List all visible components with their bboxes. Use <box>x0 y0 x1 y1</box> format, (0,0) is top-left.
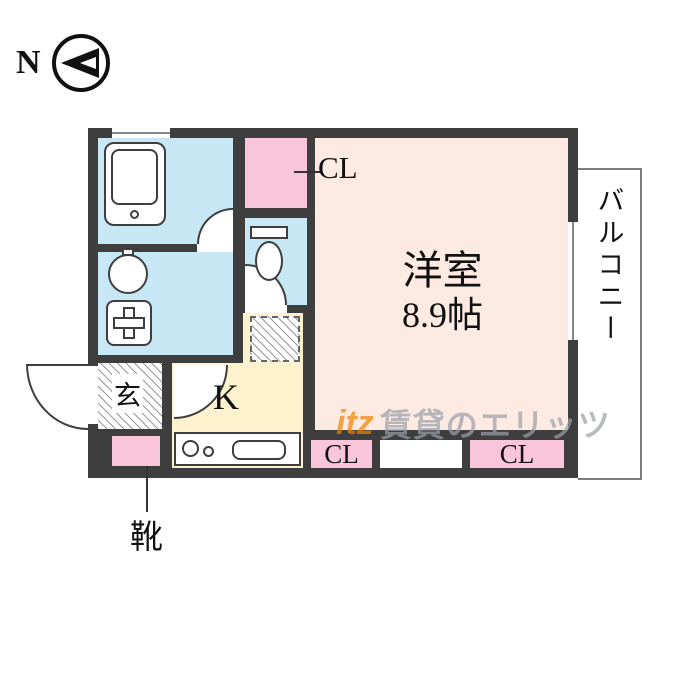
compass-icon <box>52 34 110 92</box>
watermark-logo: itz <box>336 403 374 442</box>
stove-burner-icon <box>182 440 199 457</box>
bottom-gap <box>380 440 462 468</box>
watermark: itz 賃貸のエリッツ <box>336 400 611 446</box>
washbasin-tap <box>122 248 134 256</box>
closet-top-label: CL <box>318 150 358 185</box>
laundry-pan-icon <box>106 300 152 346</box>
bathtub-icon <box>104 142 166 226</box>
refrigerator-space <box>250 316 300 362</box>
compass-arrow-notch <box>80 57 96 69</box>
kitchen-label: K <box>213 377 239 417</box>
balcony-window <box>568 222 578 340</box>
balcony-label: バルコニー <box>593 186 624 346</box>
toilet-bowl-icon <box>255 241 283 281</box>
shoe-cabinet <box>112 436 160 466</box>
kitchen-sink-icon <box>232 440 286 460</box>
closet-bottom-left-label: CL <box>324 438 359 469</box>
closet-bottom-right: CL <box>470 438 564 469</box>
shoe-leader-line <box>146 466 148 512</box>
entrance-door-arc <box>26 364 88 430</box>
watermark-text: 賃貸のエリッツ <box>379 407 611 443</box>
closet-top <box>245 138 307 208</box>
kitchen-counter <box>174 432 301 466</box>
laundry-pan-cross-h <box>113 317 145 329</box>
toilet-door-opening <box>245 305 287 313</box>
shoe-label: 靴 <box>130 520 163 556</box>
balcony: バルコニー <box>578 168 642 480</box>
bathtub-drain <box>130 210 139 219</box>
stove-burner-small-icon <box>203 446 214 457</box>
bathroom-window-line <box>112 132 170 134</box>
entrance-label: 玄 <box>112 374 143 413</box>
entrance-opening <box>88 366 98 424</box>
balcony-window-line <box>572 222 574 340</box>
closet-bottom-right-label: CL <box>499 438 535 469</box>
main-room-size: 8.9帖 <box>401 295 483 335</box>
bathroom-window <box>112 128 170 138</box>
washbasin-icon <box>108 254 148 294</box>
toilet-tank-icon <box>250 226 288 239</box>
north-label: N <box>16 44 41 81</box>
main-room <box>315 138 568 430</box>
bathroom-door-opening <box>197 244 233 252</box>
main-room-name: 洋室 <box>402 248 483 293</box>
closet-bottom-left: CL <box>311 438 372 469</box>
closet-top-leader-line <box>294 171 320 173</box>
bathtub-inner <box>111 149 158 205</box>
